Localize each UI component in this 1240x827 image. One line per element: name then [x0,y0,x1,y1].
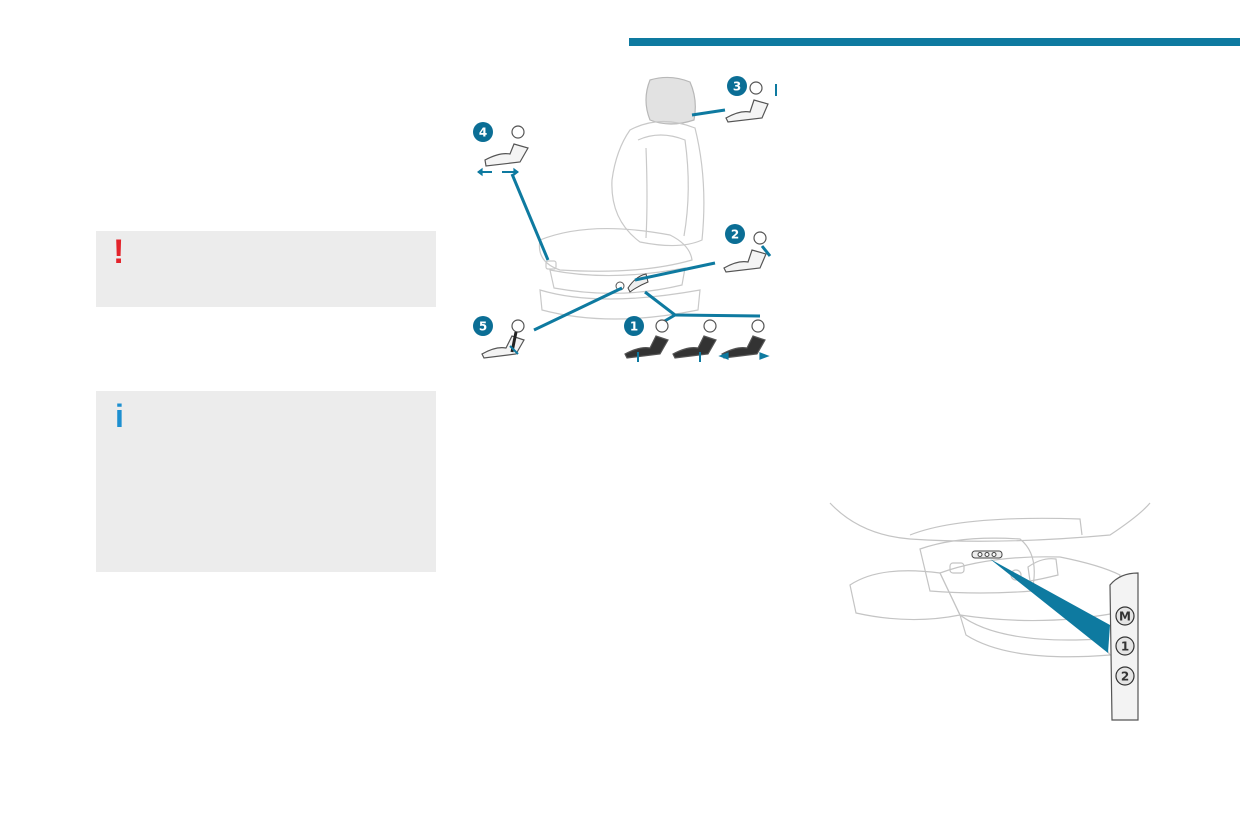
callout-number-1: 1 [630,320,638,334]
memory-seat-diagram: M 1 2 [829,502,1151,721]
seat-illustration [538,76,705,320]
adjust-icon-5 [481,319,525,359]
memory-button-1-label: 1 [1121,640,1129,654]
seat-memory-switch [971,550,1003,559]
callout-number-2: 2 [731,228,739,242]
info-icon: i [115,398,124,434]
callout-badge-2: 2 [725,224,745,244]
memory-button-m[interactable]: M [1115,606,1135,626]
callout-badge-1: 1 [624,316,644,336]
callout-lines [510,108,761,332]
exclamation-icon: ! [113,233,125,271]
callout-number-3: 3 [733,80,741,94]
adjust-icon-3 [725,81,777,123]
seat-base-illustration [829,502,1151,658]
memory-button-2-label: 2 [1121,670,1129,684]
seat-adjustment-diagram: 4 3 2 5 1 [473,76,777,362]
callout-badge-5: 5 [473,316,493,336]
memory-button-m-label: M [1119,610,1131,624]
info-note: i [96,391,436,572]
callout-number-5: 5 [479,320,487,334]
callout-badge-4: 4 [473,122,493,142]
callout-pointer [990,559,1110,653]
adjust-icon-1 [624,319,770,362]
header-rule [629,38,1240,46]
adjust-icon-2 [723,231,772,273]
callout-badge-3: 3 [727,76,747,96]
memory-button-2[interactable]: 2 [1115,666,1135,686]
adjust-icon-4 [477,125,529,177]
callout-number-4: 4 [479,126,487,140]
warning-note: ! [96,231,436,307]
memory-button-1[interactable]: 1 [1115,636,1135,656]
